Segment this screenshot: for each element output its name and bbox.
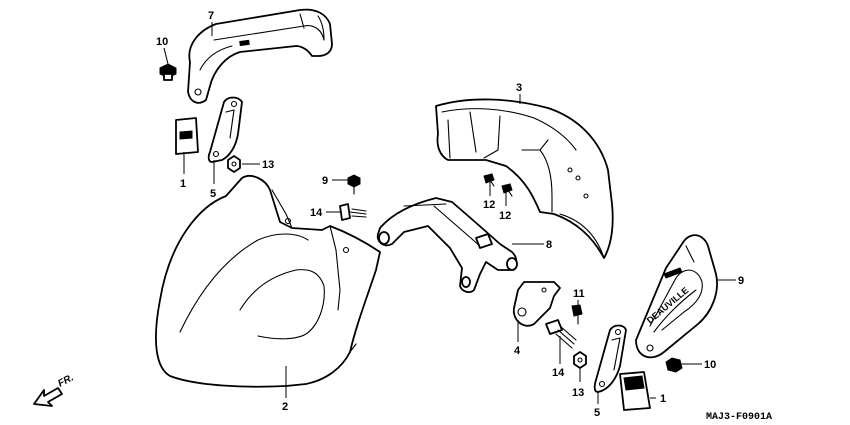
direction-label: FR.	[56, 372, 75, 389]
callout-1-lower: 1	[660, 393, 666, 405]
callout-14-upper: 14	[310, 207, 323, 219]
screw-12-right	[501, 183, 513, 197]
bolt-9	[347, 174, 361, 195]
callout-3: 3	[516, 82, 522, 94]
part-7-fender-stay	[376, 197, 518, 293]
callout-6: 7	[208, 10, 214, 22]
callout-numbers: 7 10 1 5 13 9 14 3 12 12 8 9 4 11 14 13 …	[156, 10, 744, 419]
bolt-14-lower	[545, 319, 577, 349]
callout-2: 2	[282, 401, 288, 413]
callout-12-left: 12	[483, 199, 495, 211]
callout-11: 11	[573, 288, 585, 300]
callout-14-lower: 14	[552, 367, 565, 379]
callout-12-right: 12	[499, 210, 511, 222]
nut-13-lower	[573, 351, 587, 369]
callout-5-upper: 5	[210, 188, 216, 200]
callout-13-lower: 13	[572, 387, 584, 399]
part-4-bracket-plate	[512, 281, 561, 327]
part-8-side-cover: DEAUVILLE	[635, 234, 718, 359]
leader-lines	[163, 22, 736, 404]
callout-8: 9	[738, 275, 744, 287]
bolt-14-upper	[339, 203, 367, 221]
nut-13-upper	[227, 155, 241, 173]
bolt-10-lower	[665, 357, 689, 373]
diagram-code: MAJ3-F0901A	[706, 412, 772, 423]
callout-9: 9	[322, 175, 328, 187]
callout-1-upper: 1	[180, 178, 186, 190]
front-direction-arrow: FR.	[33, 372, 76, 407]
screw-12-left	[483, 173, 495, 187]
pad-1-lower	[619, 371, 651, 411]
screw-11	[571, 304, 583, 325]
pad-1-upper	[175, 117, 199, 155]
callout-7: 8	[546, 239, 552, 251]
callout-10-upper: 10	[156, 36, 168, 48]
callout-5-lower: 5	[594, 407, 600, 419]
bracket-5-upper	[207, 96, 243, 163]
callout-10-lower: 10	[704, 359, 716, 371]
bolt-10-upper	[159, 63, 177, 81]
callout-4: 4	[514, 345, 521, 357]
part-6-fender-cover	[187, 8, 333, 104]
callout-13-upper: 13	[262, 159, 274, 171]
part-3-rear-fender	[435, 98, 614, 259]
bracket-5-lower	[593, 324, 627, 393]
part-2-front-fender	[155, 175, 381, 388]
